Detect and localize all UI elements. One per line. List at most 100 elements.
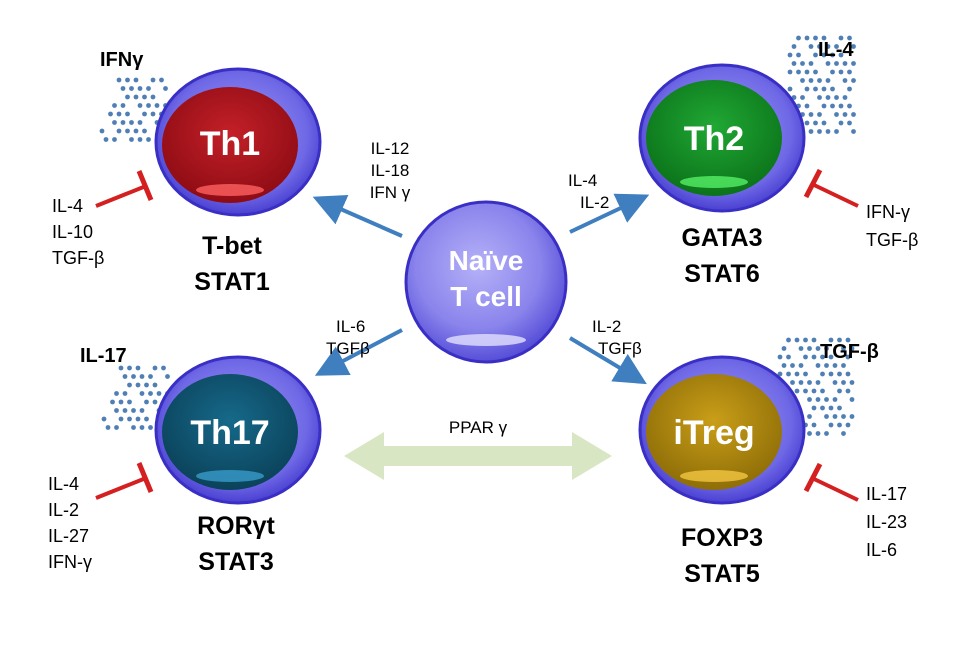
cytokine-dot bbox=[139, 374, 145, 379]
cytokine-dot bbox=[813, 86, 818, 92]
th2-label: Th2 bbox=[684, 120, 744, 158]
cytokine-dot bbox=[790, 363, 795, 368]
cytokine-dot bbox=[787, 86, 793, 92]
cytokine-dot bbox=[786, 337, 791, 343]
cytokine-dot bbox=[815, 346, 821, 351]
cytokine-dot bbox=[824, 363, 829, 368]
cytokine-dot bbox=[811, 405, 817, 411]
cytokine-dot bbox=[142, 111, 147, 117]
cytokine-dot bbox=[144, 416, 149, 422]
cytokine-dot bbox=[118, 399, 124, 405]
th1-tf-line2: STAT1 bbox=[194, 268, 270, 296]
cytokine-dot bbox=[845, 388, 851, 394]
cytokine-dot bbox=[842, 95, 848, 100]
cytokine-dot bbox=[807, 380, 812, 385]
th17-inhibitor: IFN-γ bbox=[48, 552, 92, 572]
cytokine-dot bbox=[817, 78, 822, 83]
cytokine-dot bbox=[133, 128, 139, 134]
cytokine-dot bbox=[828, 405, 834, 411]
th1-inducer: IL-18 bbox=[371, 161, 410, 180]
cytokine-dot bbox=[808, 112, 814, 117]
cytokine-dot bbox=[841, 380, 846, 385]
cytokine-dot bbox=[139, 425, 145, 430]
cytokine-dot bbox=[820, 371, 825, 377]
cytokine-dot bbox=[830, 69, 835, 75]
cytokine-dot bbox=[804, 86, 810, 92]
cytokine-dot bbox=[811, 337, 817, 343]
cytokine-dot bbox=[824, 397, 829, 402]
cytokine-dot bbox=[828, 422, 834, 428]
cytokine-dot bbox=[787, 52, 793, 58]
cytokine-dot bbox=[824, 414, 829, 419]
cytokine-dot bbox=[813, 69, 818, 75]
cytokine-dot bbox=[150, 111, 156, 117]
cytokine-dot bbox=[820, 354, 825, 360]
ppar-gamma-double-arrow bbox=[344, 432, 612, 480]
cytokine-dot bbox=[105, 425, 111, 430]
cytokine-dot bbox=[849, 397, 855, 402]
cytokine-dot bbox=[811, 388, 817, 394]
cytokine-dot bbox=[137, 103, 143, 108]
itreg-tf-line2: STAT5 bbox=[684, 560, 760, 588]
cytokine-dot bbox=[120, 120, 126, 125]
cytokine-dot bbox=[777, 371, 783, 377]
cytokine-dot bbox=[847, 103, 852, 109]
itreg-inducers: IL-2 TGFβ bbox=[592, 317, 642, 358]
cytokine-dot bbox=[154, 103, 160, 108]
cytokine-dot bbox=[851, 112, 856, 117]
th1-inducer: IFN γ bbox=[370, 183, 411, 202]
cytokine-dot bbox=[815, 431, 821, 436]
cytokine-dot bbox=[845, 371, 851, 377]
th1-tf-line1: T-bet bbox=[202, 232, 262, 260]
cytokine-dot bbox=[777, 354, 783, 360]
cytokine-dot bbox=[800, 78, 805, 83]
th1-secreted-label: IFNγ bbox=[100, 49, 144, 71]
cytokine-dot bbox=[112, 120, 117, 125]
cytokine-dot bbox=[838, 69, 844, 75]
itreg-inhibitor: IL-17 bbox=[866, 484, 907, 504]
cytokine-dot bbox=[804, 35, 810, 41]
cytokine-dot bbox=[825, 95, 831, 100]
cytokine-dot bbox=[120, 103, 126, 108]
cytokine-dot bbox=[791, 61, 797, 66]
cytokine-dot bbox=[808, 78, 814, 83]
cytokine-dot bbox=[152, 399, 158, 405]
cytokine-dot bbox=[114, 408, 119, 413]
cytokine-dot bbox=[828, 354, 834, 360]
cytokine-dot bbox=[838, 120, 844, 126]
itreg-inducer: IL-2 bbox=[592, 317, 621, 336]
cytokine-dot bbox=[820, 405, 825, 411]
th1-inhibitor: IL-4 bbox=[52, 196, 83, 216]
cytokine-dot bbox=[832, 397, 838, 402]
th17-inhibitors: IL-4 IL-2 IL-27 IFN-γ bbox=[48, 474, 92, 572]
cytokine-dot bbox=[131, 374, 136, 379]
th17-tf-line1: RORγt bbox=[197, 512, 275, 540]
cytokine-dot bbox=[152, 382, 158, 388]
cytokine-dot bbox=[804, 69, 810, 75]
cytokine-dot bbox=[127, 382, 132, 388]
th2-secreted-label: IL-4 bbox=[818, 39, 854, 61]
cytokine-dot bbox=[781, 346, 787, 351]
cytokine-dot bbox=[837, 337, 842, 343]
cytokine-dot bbox=[817, 44, 822, 49]
cytokine-dot bbox=[811, 354, 817, 360]
cytokine-dot bbox=[825, 129, 831, 134]
arrow-to-th17 bbox=[314, 328, 403, 376]
cytokine-dot bbox=[103, 137, 109, 142]
cytokine-dot bbox=[142, 94, 147, 100]
itreg-inhibition-symbol bbox=[803, 462, 859, 502]
cytokine-dot bbox=[135, 416, 141, 422]
th2-tf-line2: STAT6 bbox=[684, 260, 759, 288]
th2-inhibitor: IFN-γ bbox=[866, 202, 910, 222]
cytokine-dot bbox=[841, 431, 846, 436]
cytokine-dot bbox=[834, 44, 839, 49]
th1-inducer: IL-12 bbox=[371, 139, 410, 158]
cytokine-dot bbox=[847, 69, 852, 75]
cytokine-dot bbox=[815, 397, 821, 402]
cytokine-dot bbox=[841, 363, 846, 368]
cytokine-dot bbox=[847, 35, 852, 41]
cytokine-dot bbox=[125, 111, 130, 117]
cytokine-dot bbox=[851, 61, 856, 66]
cytokine-dot bbox=[832, 380, 838, 385]
